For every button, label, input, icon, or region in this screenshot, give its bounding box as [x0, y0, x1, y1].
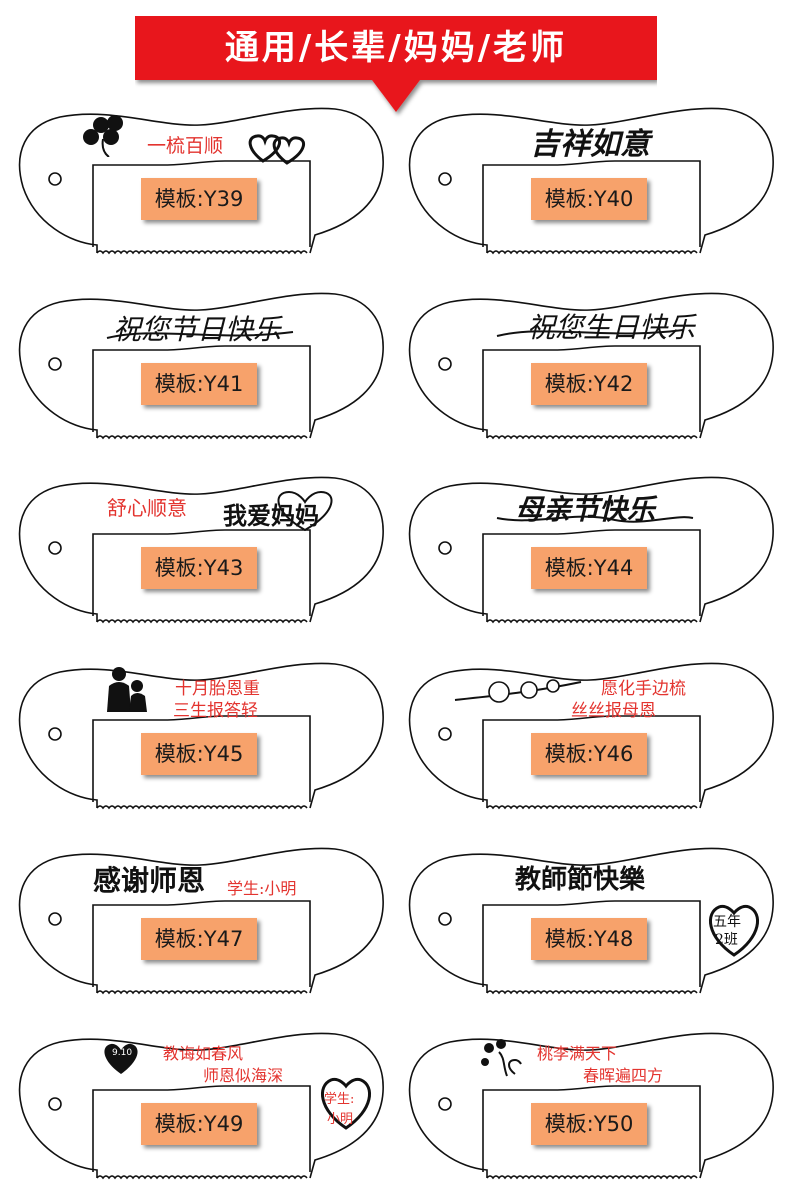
card-date: 9.10	[112, 1048, 133, 1058]
card-slogan-secondary: 我爱妈妈	[223, 501, 319, 530]
comb-template-card[interactable]: 吉祥如意模板:Y40	[405, 105, 775, 255]
template-label: 模板:Y50	[531, 1103, 647, 1145]
card-slogan: 舒心顺意	[107, 496, 187, 520]
card-slogan: 祝您节日快乐	[113, 313, 282, 346]
template-label: 模板:Y45	[141, 733, 257, 775]
template-label: 模板:Y43	[141, 547, 257, 589]
comb-template-card[interactable]: 十月胎恩重 三生报答轻模板:Y45	[15, 660, 385, 810]
template-label: 模板:Y41	[141, 363, 257, 405]
template-label: 模板:Y44	[531, 547, 647, 589]
card-slogan: 愿化手边梳	[601, 679, 686, 699]
card-slogan-secondary: 三生报答轻	[173, 701, 258, 721]
template-label: 模板:Y46	[531, 733, 647, 775]
comb-template-card[interactable]: 祝您节日快乐 模板:Y41	[15, 290, 385, 440]
heart-icon	[104, 1043, 138, 1074]
comb-template-card[interactable]: 感谢师恩 学生:小明模板:Y47	[15, 845, 385, 995]
card-slogan: 祝您生日快乐	[527, 311, 696, 344]
card-signature: 学生:小明	[227, 879, 297, 898]
heart-icon	[321, 1077, 371, 1130]
swash-underline	[496, 515, 694, 523]
double-heart-icon	[248, 134, 305, 165]
comb-template-card[interactable]: 祝您生日快乐 模板:Y42	[405, 290, 775, 440]
comb-template-card[interactable]: 愿化手边梳 丝丝报母恩模板:Y46	[405, 660, 775, 810]
card-signature: 学生:	[324, 1092, 355, 1107]
mother-child-silhouette-icon	[107, 667, 147, 712]
card-slogan-secondary: 春晖遍四方	[583, 1066, 664, 1085]
card-slogan: 吉祥如意	[530, 127, 650, 162]
comb-template-card[interactable]: 母亲节快乐 模板:Y44	[405, 474, 775, 624]
template-label: 模板:Y42	[531, 363, 647, 405]
card-slogan-secondary: 丝丝报母恩	[571, 701, 656, 721]
card-slogan: 十月胎恩重	[175, 679, 260, 699]
comb-template-card[interactable]: 教師節快樂 五年 2班 模板:Y48	[405, 845, 775, 995]
card-slogan: 教诲如春风	[163, 1044, 244, 1063]
card-class-line-2: 2班	[715, 932, 738, 948]
top-banner: 通用/长辈/妈妈/老师	[135, 16, 657, 112]
card-class-line-1: 五年	[713, 914, 741, 930]
comb-template-card[interactable]: 舒心顺意 我爱妈妈 模板:Y43	[15, 474, 385, 624]
banner-ribbon	[135, 16, 657, 112]
banner-title: 通用/长辈/妈妈/老师	[224, 28, 568, 68]
flower-tree-icon	[481, 1039, 522, 1077]
plum-blossom-icon	[454, 679, 582, 703]
comb-template-card[interactable]: 桃李满天下 春晖遍四方模板:Y50	[405, 1030, 775, 1180]
swash-underline	[106, 331, 294, 339]
template-label: 模板:Y40	[531, 178, 647, 220]
swash-underline	[496, 329, 684, 337]
template-label: 模板:Y47	[141, 918, 257, 960]
card-slogan: 感谢师恩	[93, 864, 206, 897]
card-slogan: 桃李满天下	[537, 1044, 618, 1063]
card-slogan: 教師節快樂	[515, 865, 646, 895]
card-signature-name: 小明	[327, 1112, 354, 1127]
comb-template-card[interactable]: 一梳百顺 模板:Y39	[15, 105, 385, 255]
template-label: 模板:Y48	[531, 918, 647, 960]
heart-icon	[277, 490, 333, 532]
template-label: 模板:Y49	[141, 1103, 257, 1145]
clover-icon	[83, 115, 123, 157]
card-slogan-secondary: 师恩似海深	[203, 1066, 284, 1085]
heart-icon	[709, 904, 759, 957]
comb-template-card[interactable]: 9.10 教诲如春风 师恩似海深 学生: 小明 模板:Y49	[15, 1030, 385, 1180]
card-slogan: 一梳百顺	[147, 135, 224, 157]
template-label: 模板:Y39	[141, 178, 257, 220]
